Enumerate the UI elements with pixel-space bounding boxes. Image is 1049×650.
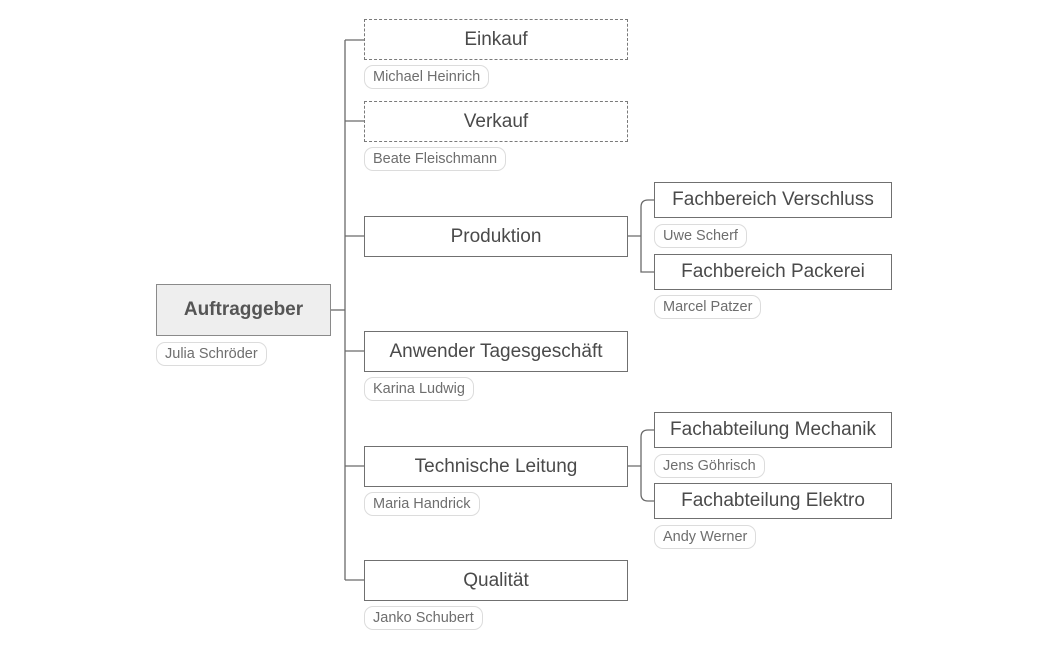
dept-einkauf-node[interactable]: Einkauf xyxy=(364,19,628,60)
sub-connector-produktion xyxy=(628,199,654,273)
sub-mechanik-title: Fachabteilung Mechanik xyxy=(670,419,876,440)
dept-qualitaet-title: Qualität xyxy=(463,569,529,591)
sub-packerei-person: Marcel Patzer xyxy=(654,295,762,319)
sub-connector-technik xyxy=(628,429,654,502)
sub-verschluss-person: Uwe Scherf xyxy=(654,224,747,248)
dept-verkauf-person: Beate Fleischmann xyxy=(364,147,507,171)
root-node[interactable]: Auftraggeber xyxy=(156,284,331,336)
dept-einkauf-title: Einkauf xyxy=(464,28,528,50)
dept-anwender-title: Anwender Tagesgeschäft xyxy=(389,340,603,362)
sub-elektro-node[interactable]: Fachabteilung Elektro xyxy=(654,483,892,519)
sub-verschluss-title: Fachbereich Verschluss xyxy=(672,189,874,210)
root-title: Auftraggeber xyxy=(183,299,304,320)
sub-elektro-title: Fachabteilung Elektro xyxy=(681,490,865,511)
dept-anwender-node[interactable]: Anwender Tagesgeschäft xyxy=(364,331,628,372)
dept-produktion-node[interactable]: Produktion xyxy=(364,216,628,257)
sub-mechanik-node[interactable]: Fachabteilung Mechanik xyxy=(654,412,892,448)
dept-produktion-title: Produktion xyxy=(450,225,542,247)
dept-verkauf-node[interactable]: Verkauf xyxy=(364,101,628,142)
dept-technik-node[interactable]: Technische Leitung xyxy=(364,446,628,487)
root-person-tag: Julia Schröder xyxy=(156,342,267,366)
dept-verkauf-title: Verkauf xyxy=(463,110,529,132)
sub-verschluss-node[interactable]: Fachbereich Verschluss xyxy=(654,182,892,218)
dept-einkauf-person: Michael Heinrich xyxy=(364,65,490,89)
dept-qualitaet-node[interactable]: Qualität xyxy=(364,560,628,601)
dept-qualitaet-person: Janko Schubert xyxy=(364,606,483,630)
dept-technik-person: Maria Handrick xyxy=(364,492,480,516)
dept-anwender-person: Karina Ludwig xyxy=(364,377,474,401)
sub-elektro-person: Andy Werner xyxy=(654,525,757,549)
sub-mechanik-person: Jens Göhrisch xyxy=(654,454,765,478)
sub-packerei-title: Fachbereich Packerei xyxy=(681,261,865,282)
sub-packerei-node[interactable]: Fachbereich Packerei xyxy=(654,254,892,290)
dept-technik-title: Technische Leitung xyxy=(414,455,578,477)
